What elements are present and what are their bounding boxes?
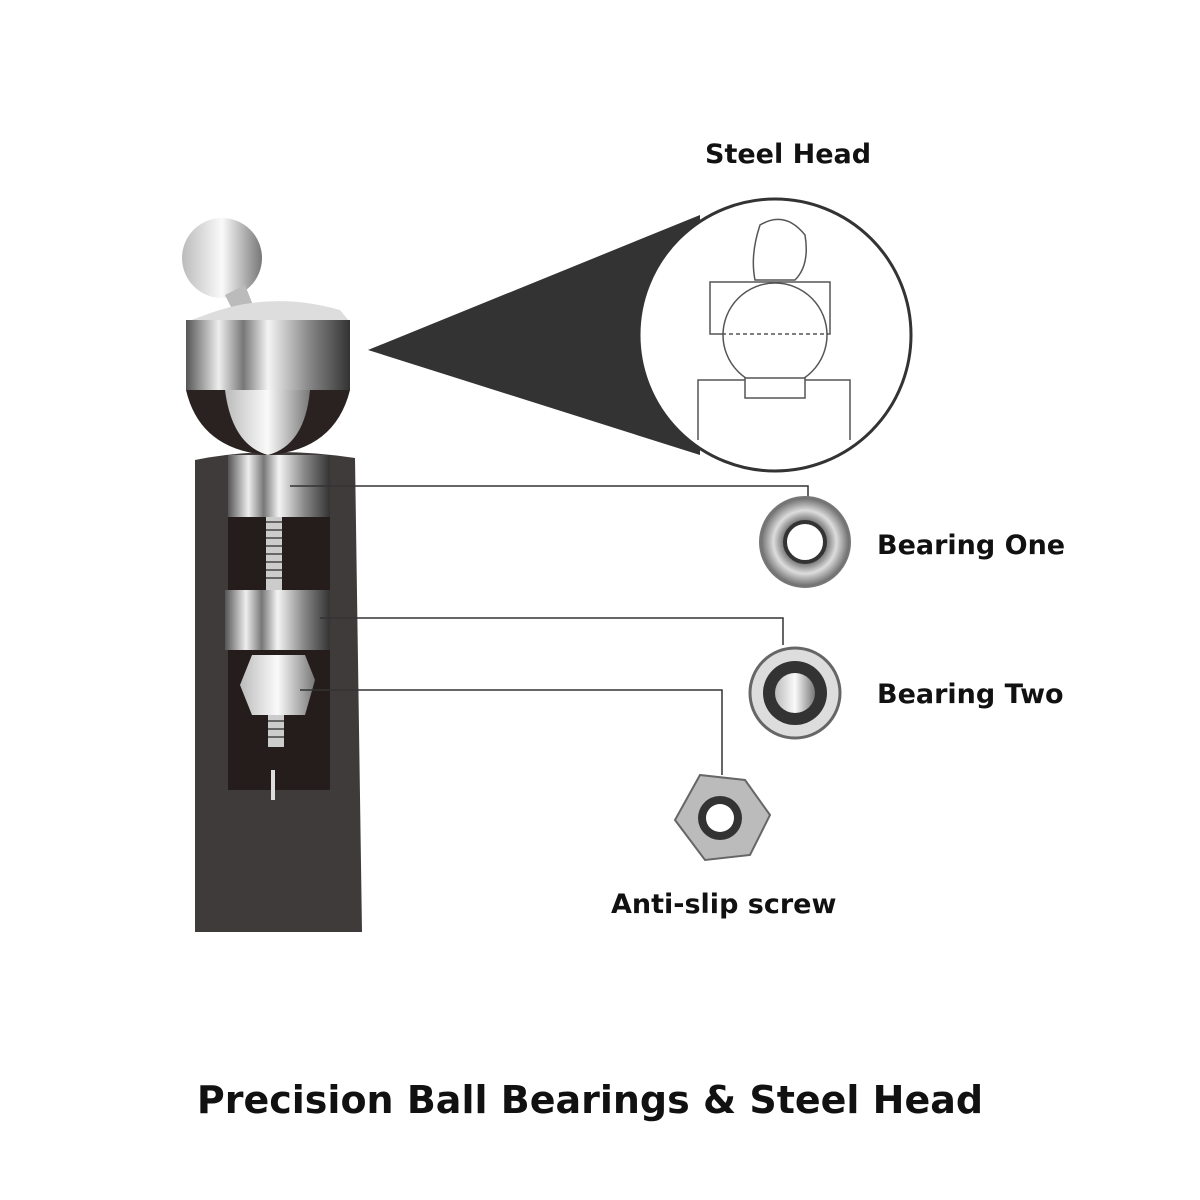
bearing-one-icon bbox=[759, 496, 851, 588]
anti-slip-screw-label: Anti-slip screw bbox=[611, 889, 837, 920]
bearing-one-label: Bearing One bbox=[877, 530, 1066, 561]
bearing-two-icon bbox=[748, 646, 842, 740]
bearing-two-part bbox=[225, 590, 330, 650]
anti-slip-screw-icon bbox=[673, 773, 772, 862]
screw-upper bbox=[266, 517, 282, 590]
steel-head-outline bbox=[697, 218, 851, 440]
steel-head-label: Steel Head bbox=[705, 139, 872, 170]
screw-lower bbox=[268, 715, 284, 747]
callout-cone bbox=[368, 215, 700, 455]
nut-part bbox=[240, 655, 315, 715]
leader-lines bbox=[290, 485, 809, 775]
bearing-two-label: Bearing Two bbox=[877, 679, 1064, 710]
steel-head bbox=[182, 218, 350, 455]
caption-title: Precision Ball Bearings & Steel Head bbox=[196, 1078, 984, 1122]
